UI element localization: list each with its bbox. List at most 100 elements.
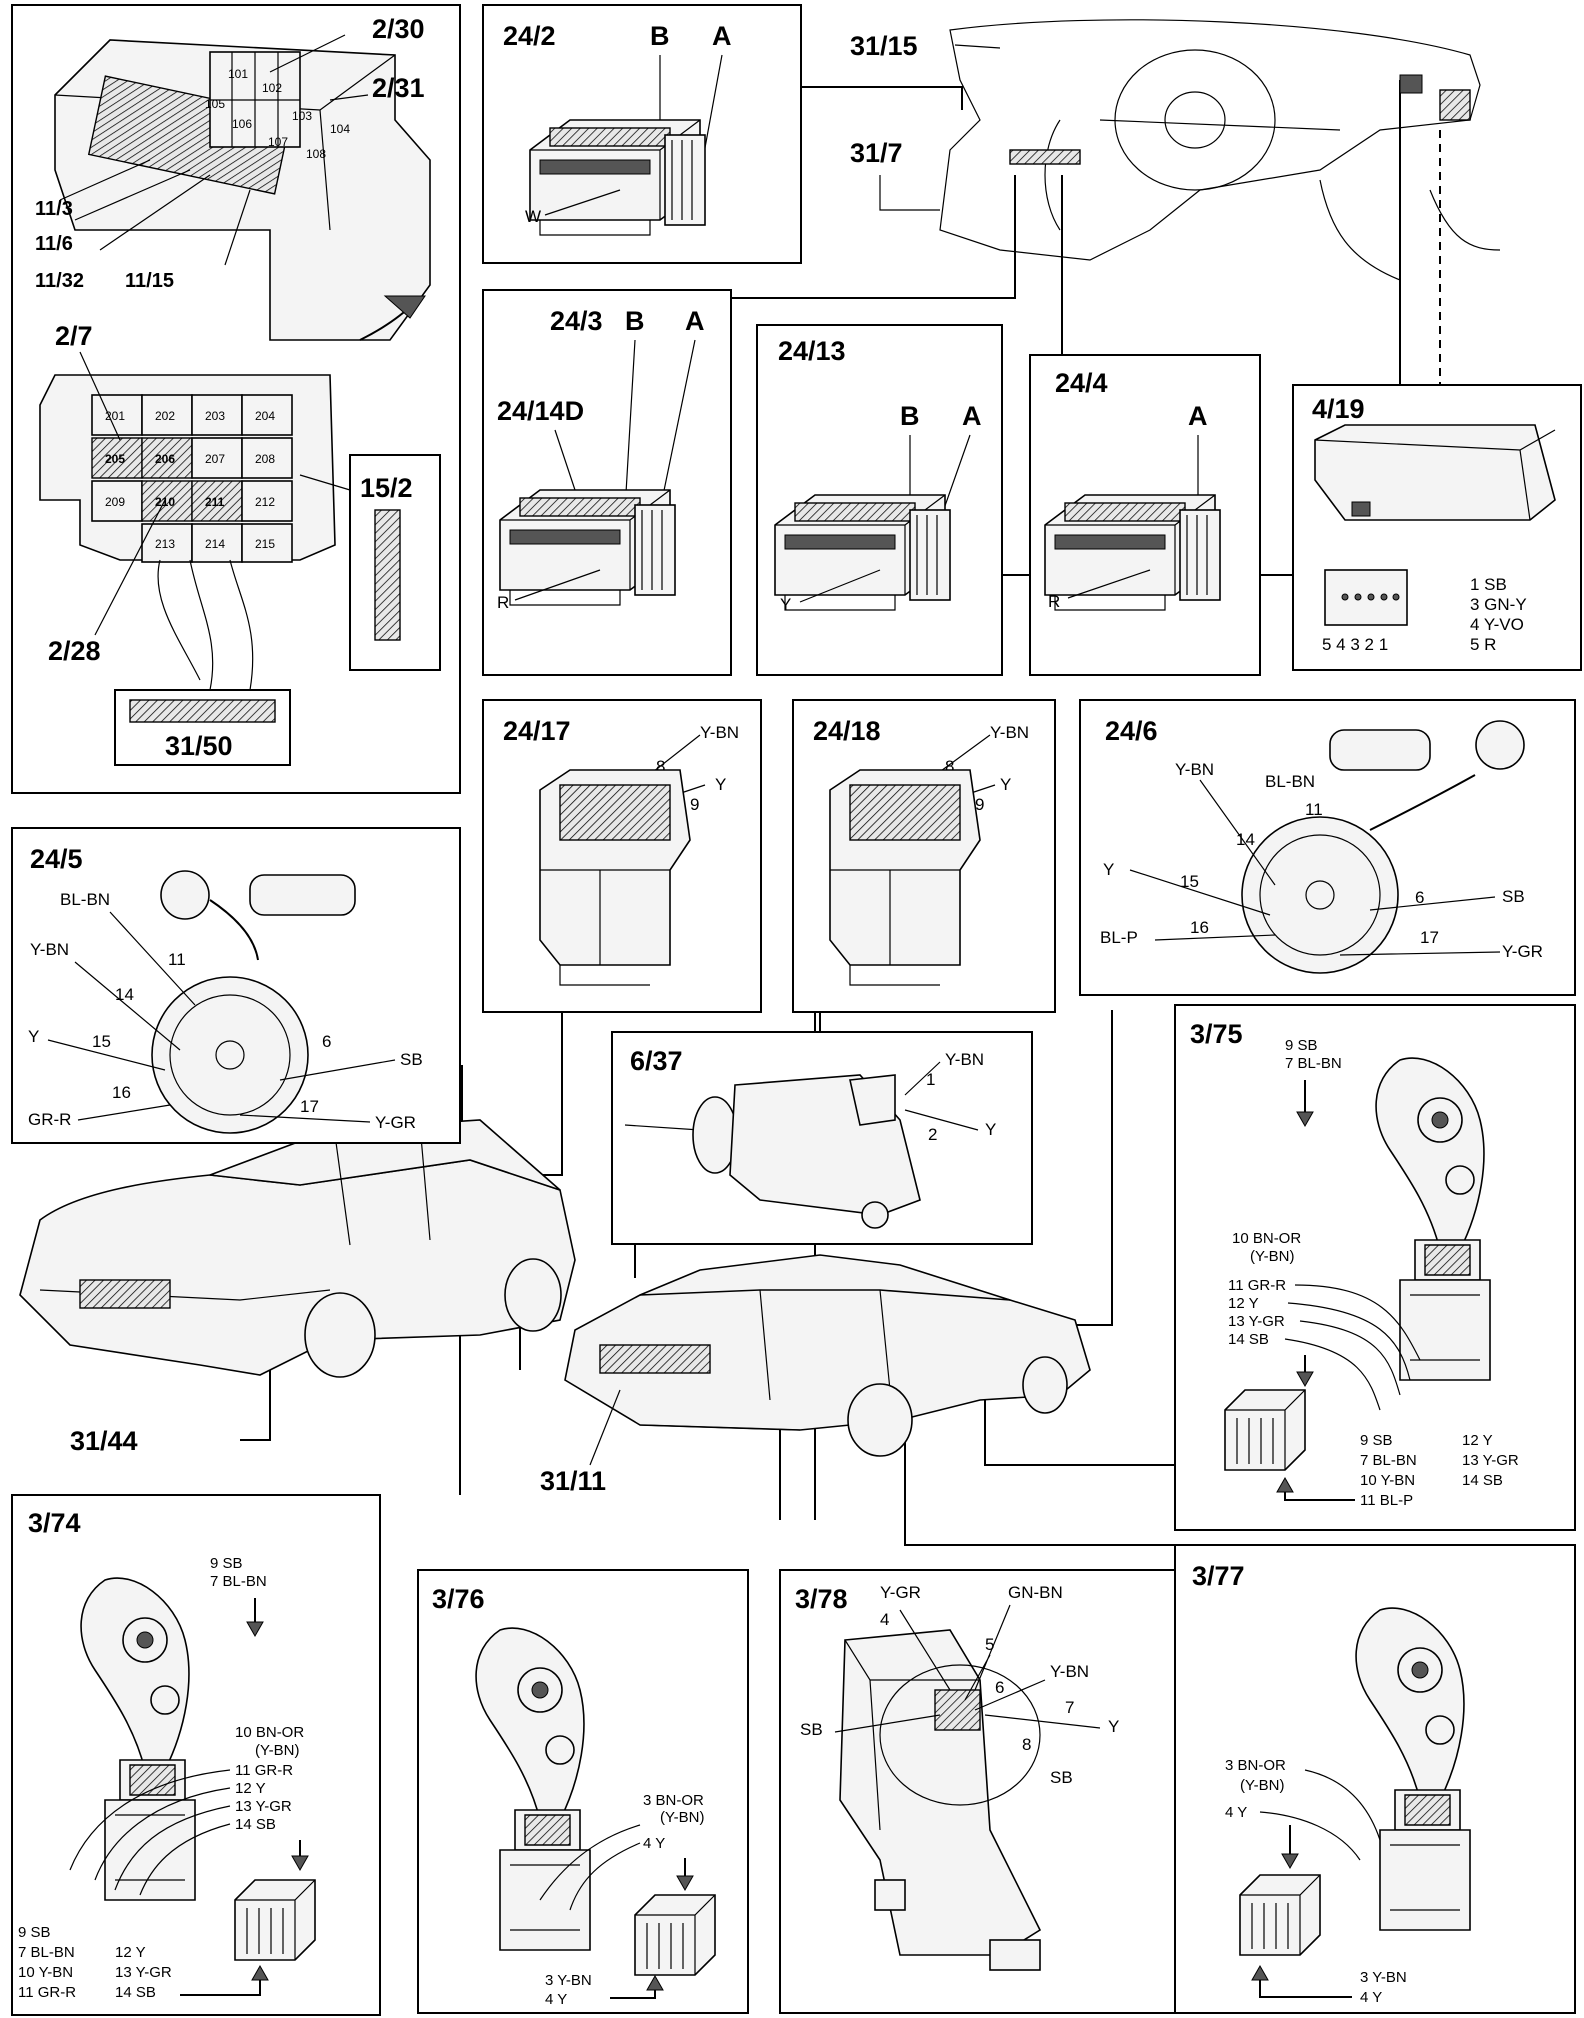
legend-11-gr-r: 11 GR-R [18, 1984, 76, 2001]
pin-b: B [650, 21, 670, 51]
wire-y-bn: Y-BN [1175, 760, 1214, 779]
pin-b: B [900, 401, 920, 431]
pin-6: 6 [1415, 888, 1424, 907]
legend-12-y: 12 Y [1462, 1432, 1493, 1449]
wire-y-bn: Y-BN [945, 1050, 984, 1069]
wire-7-bl-bn: 7 BL-BN [1285, 1055, 1342, 1072]
pin-2: 2 [928, 1125, 937, 1144]
wire-y-bn-paren: (Y-BN) [255, 1742, 299, 1759]
wire-num-9: 9 [975, 795, 984, 814]
label-31-11: 31/11 [540, 1466, 606, 1496]
label-2-7: 2/7 [55, 321, 93, 351]
legend-4-y: 4 Y [545, 1991, 567, 2008]
relay-212: 212 [255, 495, 275, 509]
legend-4-y: 4 Y [1360, 1989, 1382, 2006]
color-w: W [525, 207, 541, 226]
label-31-50: 31/50 [165, 731, 233, 761]
label-11-15: 11/15 [125, 270, 174, 292]
panel-24-6-id: 24/6 [1105, 716, 1158, 746]
panel-24-18-id: 24/18 [813, 716, 881, 746]
panel-4-19-id: 4/19 [1312, 394, 1365, 424]
panel-24-3-id: 24/3 [550, 306, 603, 336]
car-illustration-rear [564, 1254, 1091, 1457]
wire-bl-p: BL-P [1100, 928, 1138, 947]
wire-4-y: 4 Y [643, 1835, 665, 1852]
pin-5: 5 [985, 1635, 994, 1654]
wire-3-bn-or: 3 BN-OR [1225, 1757, 1286, 1774]
wire-10-bn-or: 10 BN-OR [1232, 1230, 1301, 1247]
panel-3-77-id: 3/77 [1192, 1561, 1245, 1591]
wire-y-bn: Y-BN [700, 723, 739, 742]
relay-207: 207 [205, 452, 225, 466]
legend-14-sb: 14 SB [1462, 1472, 1503, 1489]
wire-y: Y [1108, 1717, 1119, 1736]
pin-a: A [1188, 401, 1208, 431]
legend-7-bl-bn: 7 BL-BN [18, 1944, 75, 1961]
pin-15: 15 [92, 1032, 111, 1051]
color-r: R [497, 593, 509, 612]
wire-bl-bn: BL-BN [1265, 772, 1315, 791]
color-r: R [1048, 592, 1060, 611]
pin-7: 7 [1065, 1698, 1074, 1717]
relay-211: 211 [205, 495, 225, 509]
wire-gn-bn: GN-BN [1008, 1583, 1063, 1602]
fuse-101: 101 [228, 67, 248, 81]
panel-3-77: 3/77 3 BN-OR (Y-BN) 4 Y 3 Y-BN 4 Y [1174, 1544, 1576, 2014]
fuse-106: 106 [232, 117, 252, 131]
panel-3-78-id: 3/78 [795, 1584, 848, 1614]
free-labels: 31/15 31/7 31/44 31/11 [70, 31, 1341, 1496]
wire-9-sb: 9 SB [210, 1555, 243, 1572]
legend-3-y-bn: 3 Y-BN [1360, 1969, 1407, 1986]
panel-3-75: 3/75 9 SB 7 BL-BN 10 BN-OR (Y-BN) 11 GR-… [1174, 1004, 1576, 1531]
wire-num-8: 8 [945, 757, 954, 776]
label-2-28: 2/28 [48, 636, 101, 666]
pin-17: 17 [1420, 928, 1439, 947]
wire-bl-bn: BL-BN [60, 890, 110, 909]
car-illustration-front [19, 1119, 576, 1378]
legend-9-sb: 9 SB [1360, 1432, 1393, 1449]
panel-24-5-id: 24/5 [30, 844, 83, 874]
wire-y-bn: Y-BN [30, 940, 69, 959]
wire-y: Y [1000, 775, 1011, 794]
panel-6-37: 6/37 Y-BN 1 Y 2 [611, 1031, 1033, 1245]
fuse-104: 104 [330, 122, 350, 136]
wire-14-sb: 14 SB [235, 1816, 276, 1833]
pin-a: A [962, 401, 982, 431]
fuse-107: 107 [268, 135, 288, 149]
fuse-108: 108 [306, 147, 326, 161]
color-y: Y [780, 595, 791, 614]
panel-24-5: 24/5 BL-BN Y-BN 11 14 Y 15 6 SB 16 GR-R … [11, 827, 461, 1144]
wire-y-gr: Y-GR [375, 1113, 416, 1132]
fuse-105: 105 [205, 97, 225, 111]
relay-201: 201 [105, 409, 125, 423]
label-11-32: 11/32 [35, 270, 84, 292]
pin-b: B [625, 306, 645, 336]
wire-7-bl-bn: 7 BL-BN [210, 1573, 267, 1590]
relay-209: 209 [105, 495, 125, 509]
wire-y-bn-paren: (Y-BN) [1250, 1248, 1294, 1265]
pin-6: 6 [995, 1678, 1004, 1697]
wire-gr-r: GR-R [28, 1110, 71, 1129]
dashboard-illustration [939, 19, 1501, 281]
wire-sb: SB [1502, 887, 1525, 906]
panel-24-18: 24/18 Y-BN 8 Y 9 [792, 699, 1056, 1013]
pin-16: 16 [1190, 918, 1209, 937]
panel-24-4-id: 24/4 [1055, 368, 1108, 398]
label-15-2: 15/2 [360, 473, 413, 503]
wire-3-bn-or: 3 BN-OR [643, 1792, 704, 1809]
pin-15: 15 [1180, 872, 1199, 891]
relay-grid [91, 394, 293, 563]
panel-3-76-id: 3/76 [432, 1584, 485, 1614]
wire-12-y: 12 Y [235, 1780, 266, 1797]
panel-24-3: 24/3 B A 24/14D R [482, 289, 732, 676]
wire-14-sb: 14 SB [1228, 1331, 1269, 1348]
panel-4-19: 4/19 5 4 3 2 1 1 SB 3 GN-Y 4 Y-VO 5 R [1292, 384, 1582, 671]
wire-y: Y [28, 1027, 39, 1046]
wire-y-bn: Y-BN [990, 723, 1029, 742]
panel-3-78: 3/78 Y-GR GN-BN 4 5 Y-BN 6 7 2 Y SB 8 SB [779, 1569, 1176, 2014]
panel-24-6: 24/6 Y-BN BL-BN 11 14 Y 15 6 SB 16 BL-P … [1079, 699, 1576, 996]
label-2-30: 2/30 [372, 14, 425, 44]
legend-3-y-bn: 3 Y-BN [545, 1972, 592, 1989]
wire-11-gr-r: 11 GR-R [235, 1762, 293, 1779]
